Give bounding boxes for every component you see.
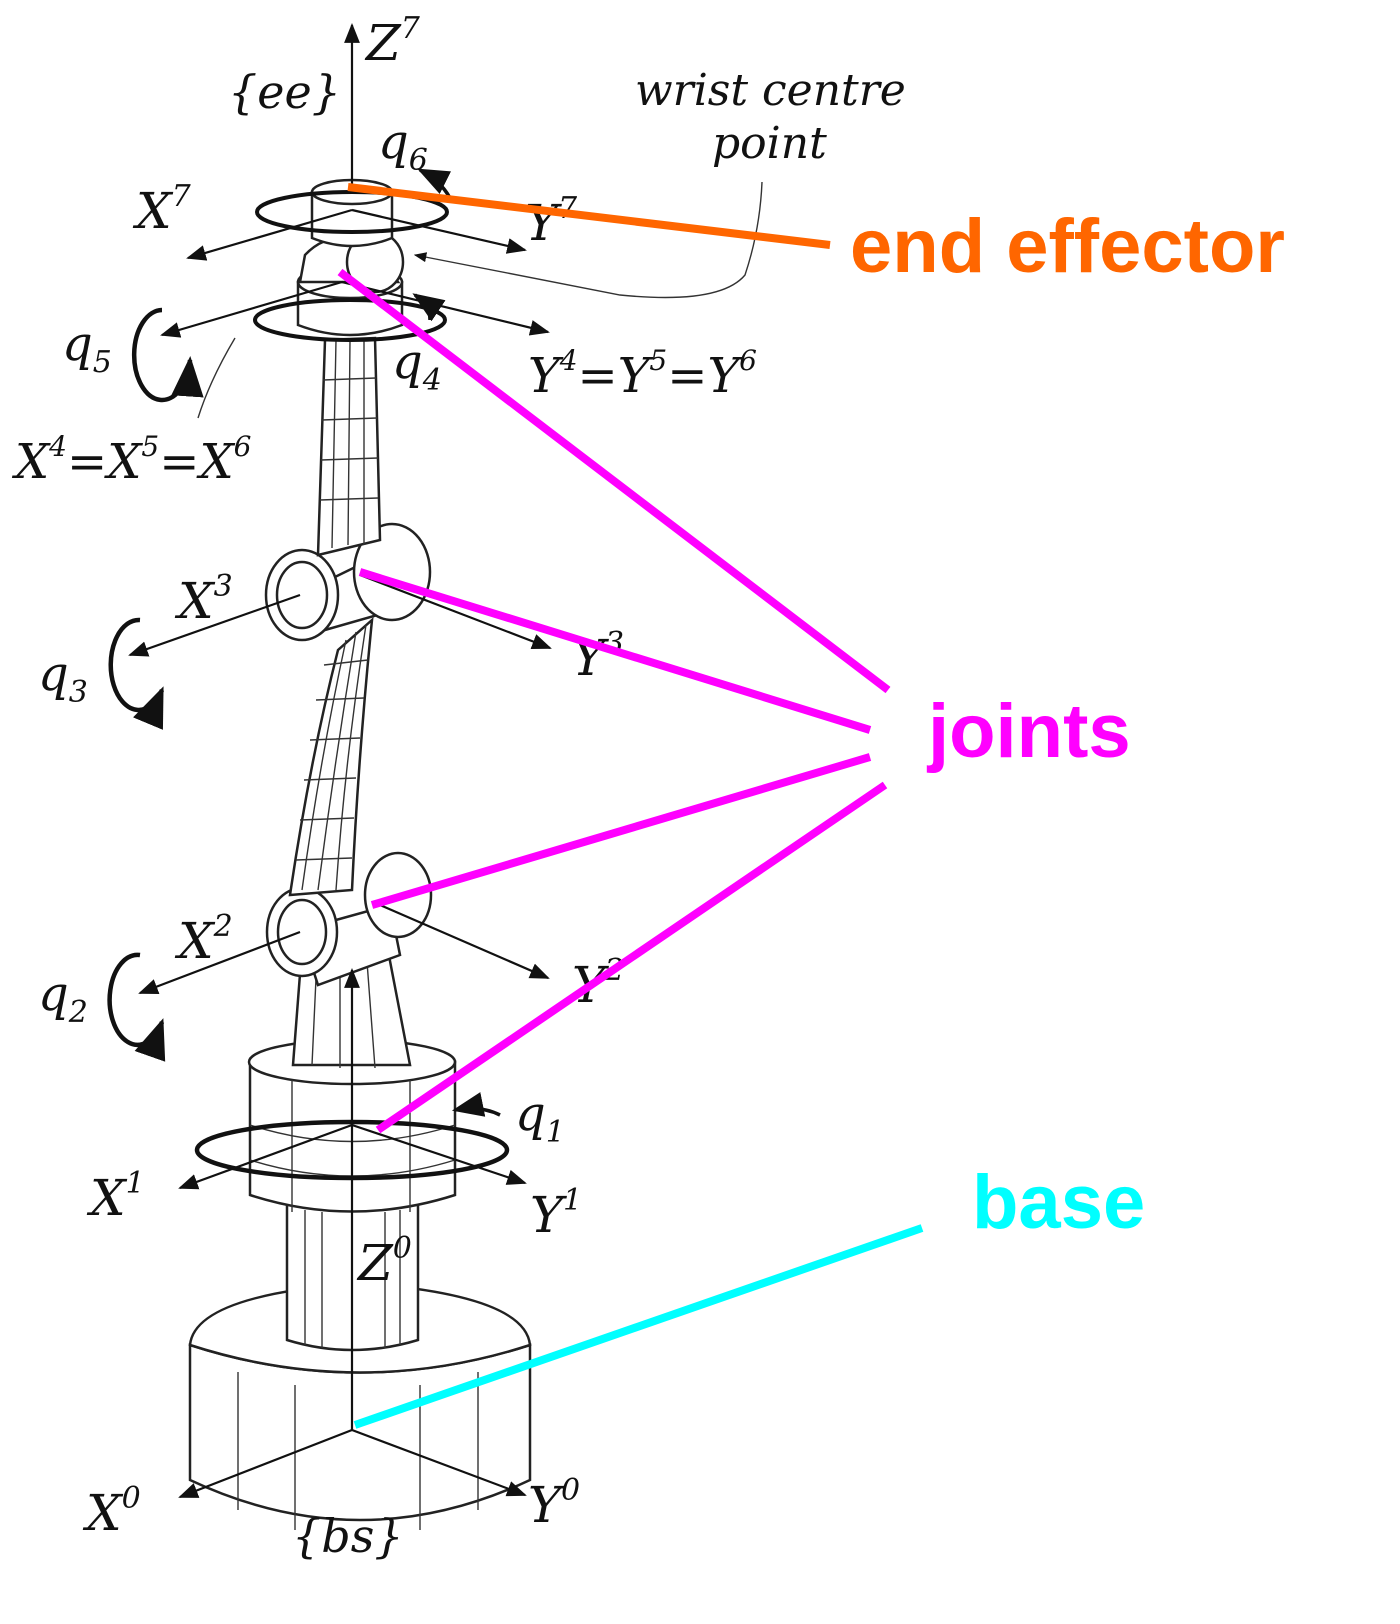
wrist-point-text: point [712,118,827,169]
end-effector-pointer [347,183,831,249]
wrist-centre-leader [413,181,763,299]
z7-label: Z7 [364,11,421,72]
x2-axis-line [138,930,301,995]
y7-axis-line [351,208,527,254]
x456-axis-line [160,280,343,338]
base-pointer [353,1224,924,1429]
joints-callout: joints [926,689,1131,774]
base-callout: base [972,1160,1145,1245]
z0-label: Z0 [356,1231,412,1292]
q4-label: q4 [392,334,442,398]
x7-label: X7 [132,179,192,240]
q4-rotation-icon [412,293,446,322]
x456-leader [197,337,236,419]
y3-label: Y3 [572,626,624,687]
axes [128,23,552,1499]
x456-label: X4=X5=X6 [11,430,251,490]
q3-rotation-icon [108,617,165,730]
joints-pointer-2 [358,568,872,734]
x2-label: X2 [174,909,233,970]
frame-ee-label: {ee} [228,65,341,119]
wrist-assembly [253,178,449,342]
q1-rotation-icon [451,1092,501,1117]
callout-lines [337,183,924,1429]
wrist-centre-text: wrist centre [635,65,906,116]
y0-label: Y0 [528,1473,580,1534]
q3-label: q3 [38,646,88,710]
y1-label: Y1 [530,1183,582,1244]
x3-axis-line [128,593,301,657]
middle-link [288,616,374,897]
x1-axis-line [178,1123,353,1190]
rotation-arrows [107,168,501,1117]
y3-axis-line [359,573,552,650]
y0-axis-line [351,1428,527,1497]
joints-pointer-4 [375,781,888,1134]
y1-axis-line [351,1123,527,1185]
joints-pointer-1 [337,268,891,694]
x0-label: X0 [82,1481,141,1542]
frame-bs-label: {bs} [292,1509,404,1563]
x7-axis-line [186,208,353,261]
q6-label: q6 [378,114,428,178]
joint-2-body [265,851,433,987]
q5-label: q5 [62,316,112,380]
x1-label: X1 [86,1166,145,1227]
q5-rotation-icon [131,307,204,403]
q2-label: q2 [38,966,88,1030]
end-effector-callout: end effector [850,204,1285,289]
joints-pointer-3 [370,753,872,909]
y456-label: Y4=Y5=Y6 [528,344,757,404]
x0-axis-line [178,1428,353,1499]
y2-axis-line [379,903,550,980]
x3-label: X3 [174,569,233,630]
y7-label: Y7 [525,191,578,252]
upper-link [316,336,382,557]
q2-rotation-icon [107,952,166,1062]
q1-label: q1 [515,1086,565,1150]
